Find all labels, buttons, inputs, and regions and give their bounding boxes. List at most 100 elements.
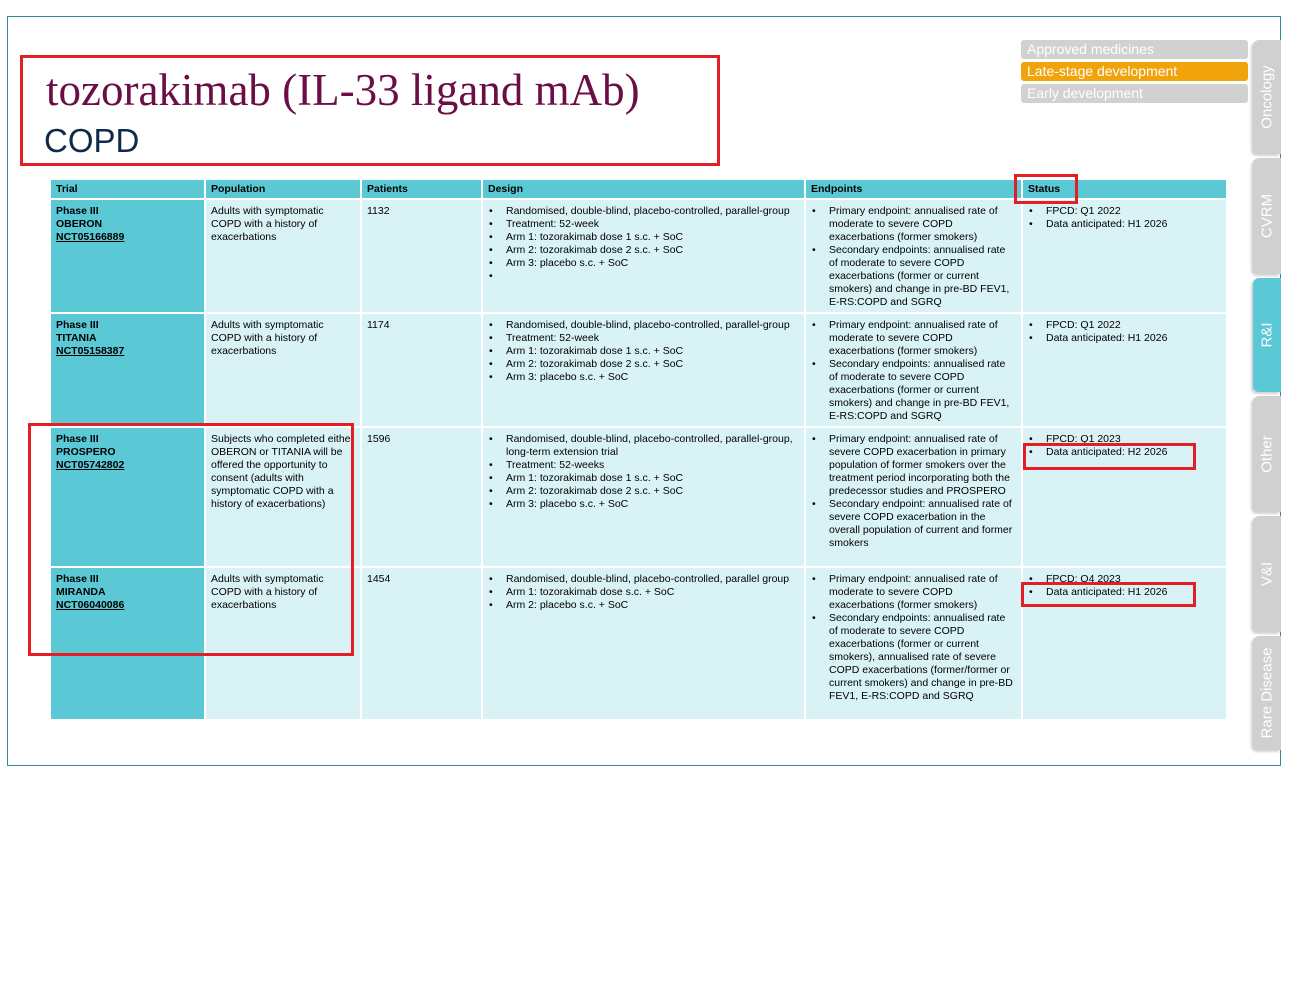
tab-other-label: Other [1258, 435, 1276, 473]
list-item: Secondary endpoint: annualised rate of s… [812, 498, 1016, 550]
status-cell: FPCD: Q1 2023Data anticipated: H2 2026 [1021, 426, 1228, 568]
list-item: Arm 2: tozorakimab dose 2 s.c. + SoC [489, 358, 799, 371]
trial-nct-link[interactable]: NCT05166889 [56, 231, 125, 243]
list-item: Arm 2: tozorakimab dose 2 s.c. + SoC [489, 244, 799, 257]
indication-title: COPD [44, 122, 140, 159]
list-item: Data anticipated: H1 2026 [1029, 586, 1221, 599]
endpoints-cell: Primary endpoint: annualised rate of sev… [804, 426, 1023, 568]
trial-phase: Phase III [56, 573, 99, 585]
trial-name: PROSPERO [56, 446, 116, 458]
design-cell: Randomised, double-blind, placebo-contro… [481, 198, 806, 314]
legend-late-stage-development: Late-stage development [1021, 62, 1248, 81]
tab-ri[interactable]: R&I [1253, 278, 1281, 392]
list-item: Randomised, double-blind, placebo-contro… [489, 319, 799, 332]
tab-rare-disease-label: Rare Disease [1258, 647, 1276, 739]
tab-cvrm-label: CVRM [1258, 193, 1276, 239]
population-text: Subjects who completed either OBERON or … [211, 433, 354, 510]
list-item: FPCD: Q1 2023 [1029, 433, 1221, 446]
status-cell: FPCD: Q4 2023Data anticipated: H1 2026 [1021, 566, 1228, 721]
endpoints-list: Primary endpoint: annualised rate of mod… [811, 205, 1016, 309]
patients-cell: 1132 [360, 198, 483, 314]
endpoints-cell: Primary endpoint: annualised rate of mod… [804, 566, 1023, 721]
list-item: Treatment: 52-week [489, 332, 799, 345]
patients-count: 1132 [367, 205, 390, 217]
patients-count: 1454 [367, 573, 391, 585]
trial-phase: Phase III [56, 319, 99, 331]
header-patients: Patients [360, 178, 483, 200]
patients-count: 1596 [367, 433, 391, 445]
endpoints-list: Primary endpoint: annualised rate of mod… [811, 319, 1016, 423]
header-population: Population [204, 178, 362, 200]
trial-phase: Phase III [56, 205, 99, 217]
list-item: Randomised, double-blind, placebo-contro… [489, 573, 799, 586]
tab-cvrm[interactable]: CVRM [1253, 158, 1281, 274]
population-text: Adults with symptomatic COPD with a hist… [211, 205, 324, 243]
list-item: Arm 3: placebo s.c. + SoC [489, 257, 799, 270]
header-trial: Trial [49, 178, 206, 200]
list-item: FPCD: Q1 2022 [1029, 319, 1221, 332]
list-item: Arm 1: tozorakimab dose s.c. + SoC [489, 586, 799, 599]
patients-cell: 1174 [360, 312, 483, 428]
patients-cell: 1596 [360, 426, 483, 568]
status-cell: FPCD: Q1 2022Data anticipated: H1 2026 [1021, 312, 1228, 428]
legend-approved-medicines: Approved medicines [1021, 40, 1248, 59]
list-item: Arm 3: placebo s.c. + SoC [489, 371, 799, 384]
tab-rare-disease[interactable]: Rare Disease [1253, 636, 1281, 750]
population-text: Adults with symptomatic COPD with a hist… [211, 319, 324, 357]
patients-count: 1174 [367, 319, 390, 331]
list-item: Arm 1: tozorakimab dose 1 s.c. + SoC [489, 472, 799, 485]
list-item: Primary endpoint: annualised rate of mod… [812, 205, 1016, 244]
design-list: Randomised, double-blind, placebo-contro… [488, 205, 799, 283]
header-status: Status [1021, 178, 1228, 200]
list-item: Primary endpoint: annualised rate of mod… [812, 319, 1016, 358]
trial-name: OBERON [56, 218, 103, 230]
list-item: Primary endpoint: annualised rate of sev… [812, 433, 1016, 498]
design-list: Randomised, double-blind, placebo-contro… [488, 433, 799, 511]
design-cell: Randomised, double-blind, placebo-contro… [481, 566, 806, 721]
trial-name: TITANIA [56, 332, 97, 344]
patients-cell: 1454 [360, 566, 483, 721]
trial-name: MIRANDA [56, 586, 106, 598]
header-design: Design [481, 178, 806, 200]
list-item: Secondary endpoints: annualised rate of … [812, 358, 1016, 423]
endpoints-list: Primary endpoint: annualised rate of mod… [811, 573, 1016, 703]
design-cell: Randomised, double-blind, placebo-contro… [481, 426, 806, 568]
tab-vi[interactable]: V&I [1253, 516, 1281, 632]
list-item: Arm 3: placebo s.c. + SoC [489, 498, 799, 511]
trial-phase: Phase III [56, 433, 99, 445]
status-list: FPCD: Q4 2023Data anticipated: H1 2026 [1028, 573, 1221, 599]
tab-other[interactable]: Other [1253, 396, 1281, 512]
population-cell: Adults with symptomatic COPD with a hist… [204, 566, 362, 721]
list-item: Secondary endpoints: annualised rate of … [812, 244, 1016, 309]
design-list: Randomised, double-blind, placebo-contro… [488, 573, 799, 612]
table-header-row: Trial Population Patients Design Endpoin… [49, 178, 1228, 200]
list-item: FPCD: Q1 2022 [1029, 205, 1221, 218]
trial-nct-link[interactable]: NCT05158387 [56, 345, 125, 357]
trial-nct-link[interactable]: NCT06040086 [56, 599, 125, 611]
population-text: Adults with symptomatic COPD with a hist… [211, 573, 324, 611]
trial-nct-link[interactable]: NCT05742802 [56, 459, 125, 471]
list-item: Secondary endpoints: annualised rate of … [812, 612, 1016, 703]
population-cell: Subjects who completed either OBERON or … [204, 426, 362, 568]
list-item: Randomised, double-blind, placebo-contro… [489, 205, 799, 218]
list-item: Primary endpoint: annualised rate of mod… [812, 573, 1016, 612]
tab-oncology[interactable]: Oncology [1253, 40, 1281, 154]
list-item: Treatment: 52-week [489, 218, 799, 231]
list-item: Arm 2: tozorakimab dose 2 s.c. + SoC [489, 485, 799, 498]
list-item: Data anticipated: H1 2026 [1029, 218, 1221, 231]
status-list: FPCD: Q1 2023Data anticipated: H2 2026 [1028, 433, 1221, 459]
list-item: Arm 1: tozorakimab dose 1 s.c. + SoC [489, 231, 799, 244]
list-item: Arm 2: placebo s.c. + SoC [489, 599, 799, 612]
drug-title: tozorakimab (IL-33 ligand mAb) [46, 65, 640, 115]
population-cell: Adults with symptomatic COPD with a hist… [204, 312, 362, 428]
tab-ri-label: R&I [1258, 322, 1276, 348]
design-list: Randomised, double-blind, placebo-contro… [488, 319, 799, 384]
